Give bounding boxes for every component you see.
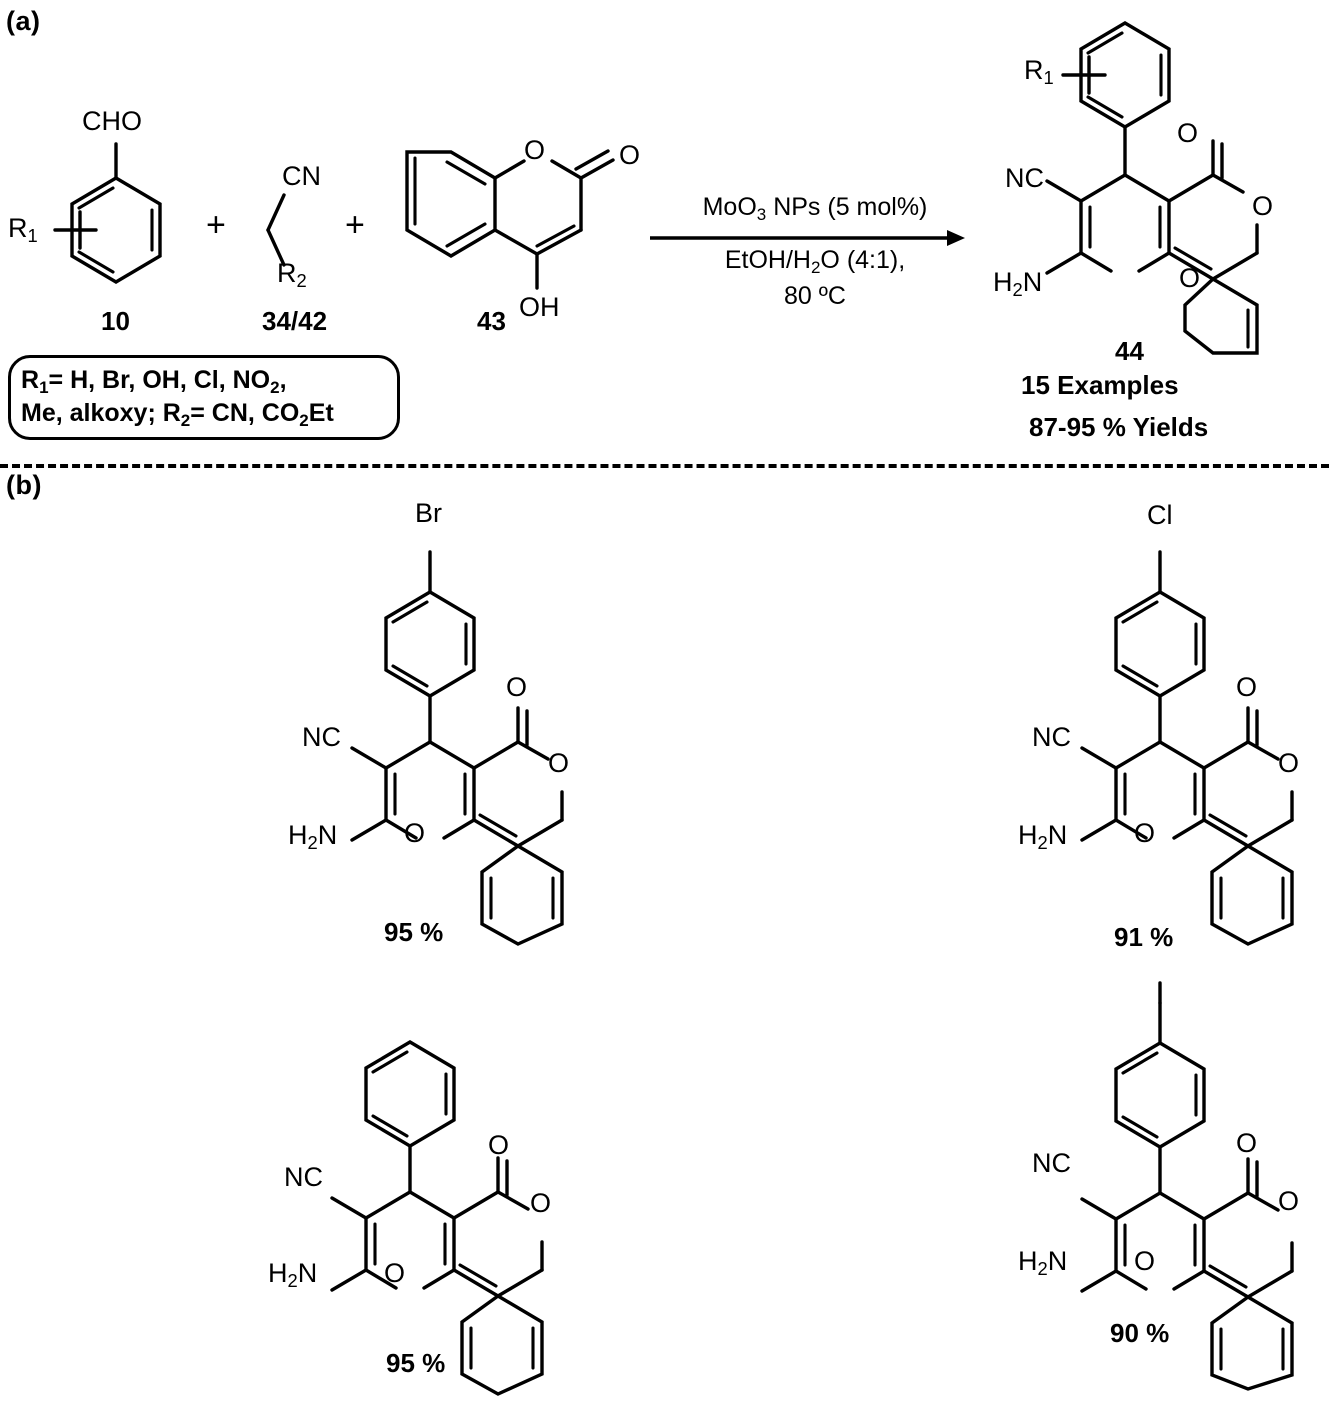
- atom-label-o-carbonyl-coumarin: O: [619, 140, 641, 170]
- example-1-atom-o-lactone: O: [548, 748, 570, 778]
- example-1-atom-h2n: H2N: [288, 820, 338, 854]
- example-4-atom-o-lactone: O: [1278, 1186, 1300, 1216]
- example-4-atom-nc: NC: [1032, 1148, 1071, 1178]
- product-yield-range: 87-95 % Yields: [1029, 412, 1209, 442]
- panel-b-label: (b): [6, 470, 42, 500]
- example-2-atom-o-pyran: O: [1134, 818, 1156, 848]
- product-number-44: 44: [1115, 336, 1144, 366]
- atom-label-cho: CHO: [82, 106, 142, 136]
- example-4-yield: 90 %: [1110, 1318, 1170, 1348]
- product-44-structure: [1045, 21, 1259, 355]
- atom-label-r1-product: R1: [1024, 55, 1054, 89]
- example-1-yield: 95 %: [384, 917, 444, 947]
- example-2-atom-o-lactone: O: [1278, 748, 1300, 778]
- example-4-atom-h2n: H2N: [1018, 1246, 1068, 1280]
- example-2-atom-o-carbonyl: O: [1236, 672, 1258, 702]
- example-2-atom-h2n: H2N: [1018, 820, 1068, 854]
- plus-sign-1: +: [206, 206, 226, 244]
- atom-label-nc-product: NC: [1005, 163, 1044, 193]
- reaction-conditions-solvent: EtOH/H2O (4:1),: [724, 246, 906, 277]
- atom-label-cn-reactant: CN: [282, 161, 321, 191]
- reaction-arrow: [650, 230, 965, 246]
- example-1-atom-nc: NC: [302, 722, 341, 752]
- reactant-methylene-nitrile-structure: [266, 193, 286, 267]
- example-1-structure: [350, 550, 564, 946]
- example-4-structure: [1080, 981, 1294, 1391]
- atom-label-o-lactone-product: O: [1252, 191, 1274, 221]
- reactant-benzaldehyde-structure: [53, 142, 162, 284]
- product-examples-count: 15 Examples: [1021, 370, 1179, 400]
- example-2-yield: 91 %: [1114, 922, 1174, 952]
- example-2-substituent-label: Cl: [1147, 500, 1173, 530]
- example-1-atom-o-carbonyl: O: [506, 672, 528, 702]
- example-1-substituent-label: Br: [415, 498, 442, 528]
- example-1-atom-o-pyran: O: [404, 818, 426, 848]
- atom-label-o-ring-coumarin: O: [524, 135, 546, 165]
- example-3-atom-o-carbonyl: O: [488, 1130, 510, 1160]
- panel-a-label: (a): [6, 6, 41, 36]
- reaction-conditions-temperature: 80 ºC: [784, 282, 846, 310]
- atom-label-oh-coumarin: OH: [519, 292, 560, 322]
- example-3-atom-o-lactone: O: [530, 1188, 552, 1218]
- compound-number-34-42: 34/42: [262, 306, 328, 336]
- plus-sign-2: +: [345, 206, 365, 244]
- substituent-scope-box: R1= H, Br, OH, Cl, NO2, Me, alkoxy; R2= …: [8, 355, 400, 440]
- compound-number-10: 10: [101, 306, 130, 336]
- substituent-scope-line1: R1= H, Br, OH, Cl, NO2,: [21, 366, 287, 397]
- example-2-structure: [1080, 550, 1294, 946]
- atom-label-r2-reactant: R2: [277, 258, 307, 292]
- atom-label-o-carbonyl-product: O: [1177, 118, 1199, 148]
- example-3-atom-o-pyran: O: [384, 1258, 406, 1288]
- example-4-atom-o-carbonyl: O: [1236, 1128, 1258, 1158]
- substituent-scope-line2: Me, alkoxy; R2= CN, CO2Et: [21, 399, 334, 431]
- compound-number-43: 43: [477, 306, 506, 336]
- atom-label-r1-reactant: R1: [8, 213, 38, 247]
- atom-label-h2n-product: H2N: [993, 267, 1043, 301]
- example-4-atom-o-pyran: O: [1134, 1246, 1156, 1276]
- example-3-yield: 95 %: [386, 1348, 446, 1378]
- reactant-hydroxycoumarin-structure: [405, 149, 615, 290]
- panel-divider: [0, 464, 1329, 468]
- reaction-conditions-catalyst: MoO3 NPs (5 mol%): [702, 193, 928, 224]
- example-3-atom-nc: NC: [284, 1162, 323, 1192]
- example-3-atom-h2n: H2N: [268, 1258, 318, 1292]
- example-2-atom-nc: NC: [1032, 722, 1071, 752]
- atom-label-o-pyran-product: O: [1179, 263, 1201, 293]
